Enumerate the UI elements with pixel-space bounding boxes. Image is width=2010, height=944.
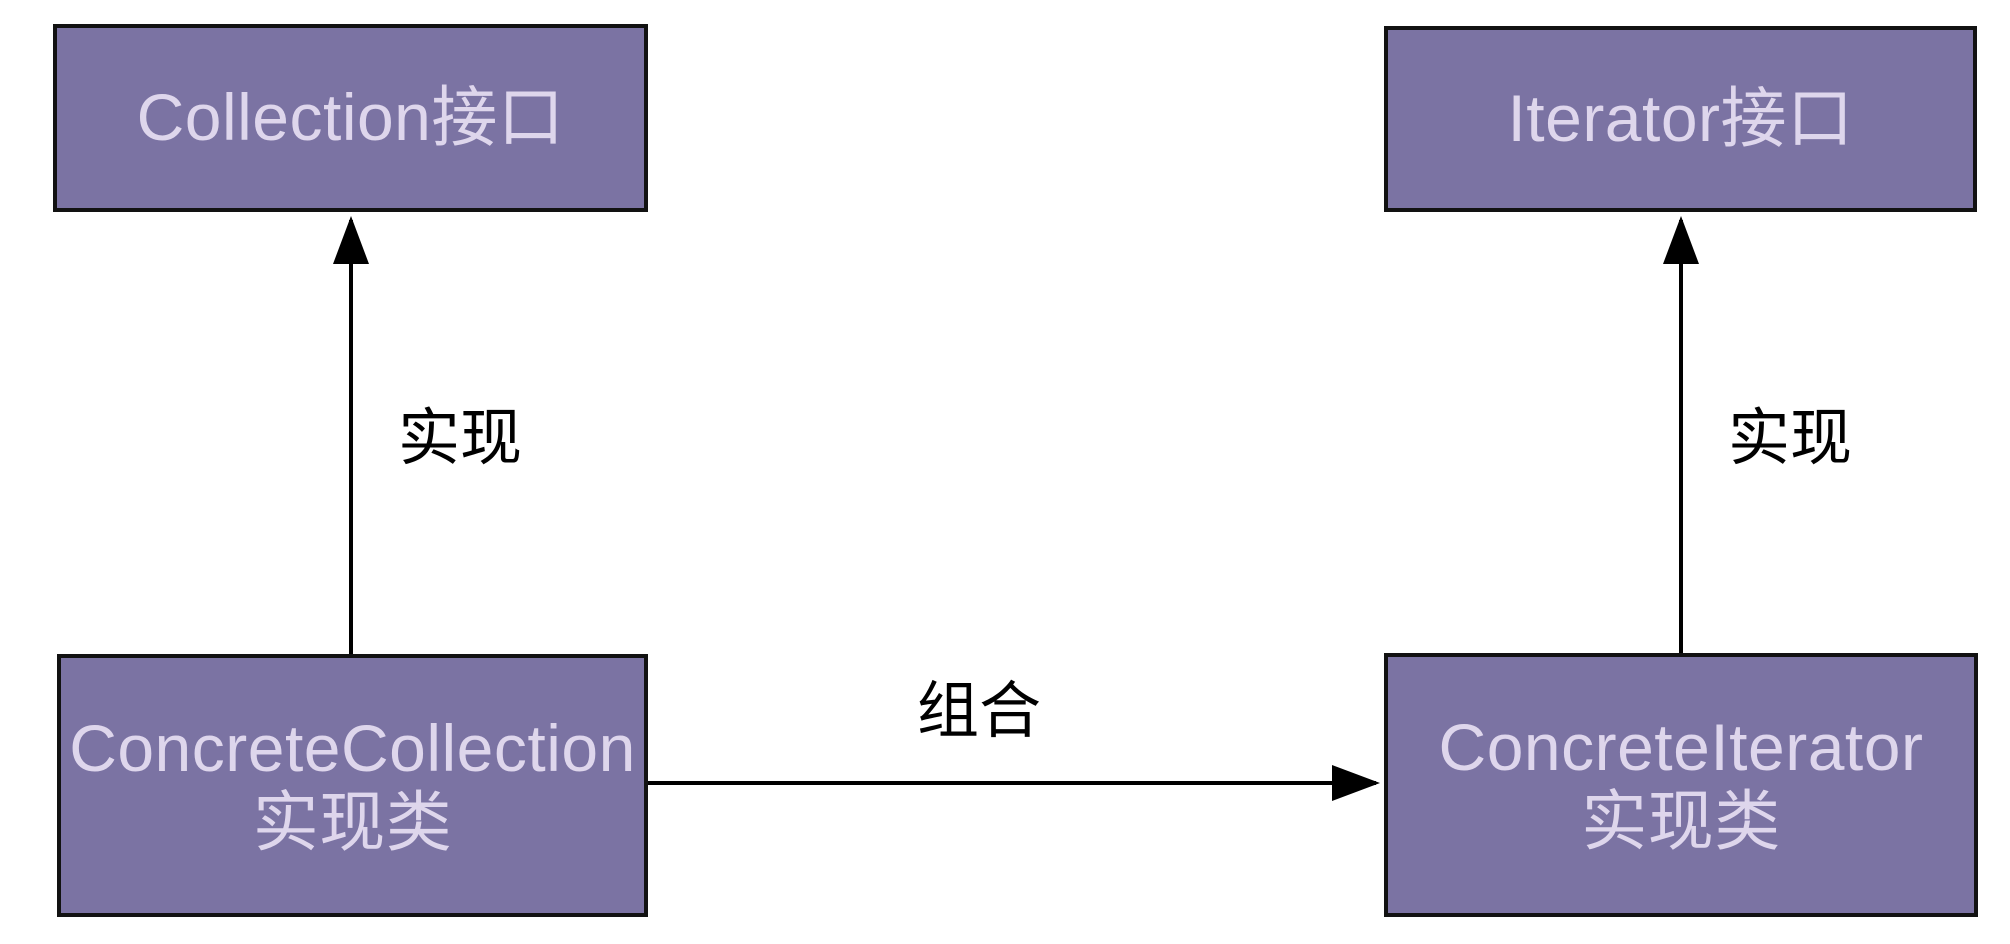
node-concrete-iterator-label: ConcreteIterator xyxy=(1438,710,1924,785)
edge-label-realize-left: 实现 xyxy=(398,404,523,473)
node-concrete-collection-label: ConcreteCollection xyxy=(69,710,636,785)
node-concrete-iterator: ConcreteIterator 实现类 xyxy=(1384,653,1978,917)
node-concrete-collection: ConcreteCollection 实现类 xyxy=(57,654,648,917)
node-iterator-interface: Iterator接口 xyxy=(1384,26,1977,212)
node-collection-interface-label: Collection接口 xyxy=(136,80,565,155)
node-collection-interface: Collection接口 xyxy=(53,24,648,212)
node-iterator-interface-label: Iterator接口 xyxy=(1507,81,1854,156)
edge-label-compose: 组合 xyxy=(917,677,1042,746)
node-concrete-iterator-sublabel: 实现类 xyxy=(1581,784,1781,858)
node-concrete-collection-sublabel: 实现类 xyxy=(252,784,453,859)
edge-label-realize-right: 实现 xyxy=(1728,404,1853,473)
